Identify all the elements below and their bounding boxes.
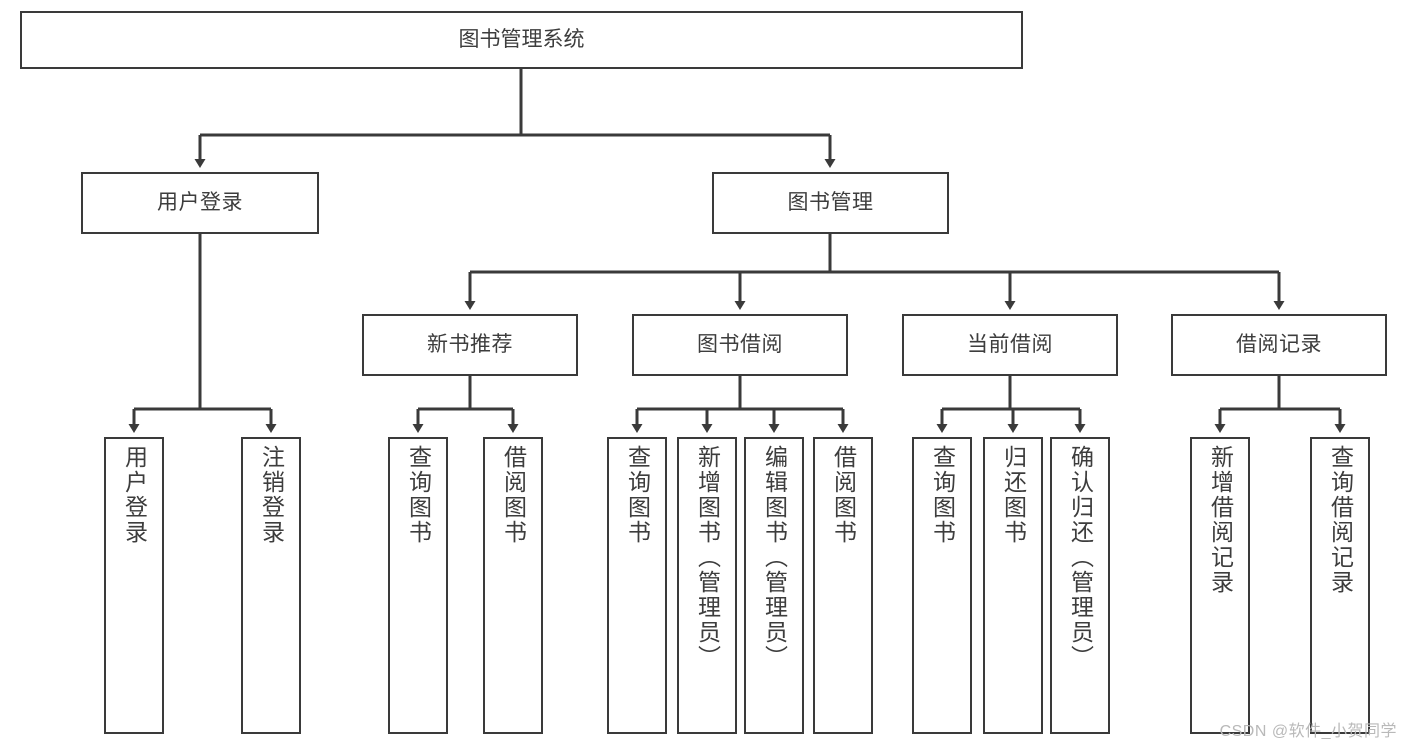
leaf-user-login[interactable]: 用户登录 (104, 437, 164, 734)
edge-group-borrow-record (1214, 376, 1346, 433)
node-book-borrow[interactable]: 图书借阅 (632, 314, 848, 376)
edge-group-book-management (464, 234, 1285, 310)
leaf-borrow-book-recommend[interactable]: 借阅图书 (483, 437, 543, 734)
node-new-book-recommend[interactable]: 新书推荐 (362, 314, 578, 376)
node-label: 图书管理系统 (458, 27, 585, 51)
node-label: 注销登录 (258, 445, 285, 545)
leaf-edit-book-admin[interactable]: 编辑图书（管理员） (744, 437, 804, 734)
node-label: 确认归还（管理员） (1067, 445, 1094, 670)
node-label: 图书借阅 (697, 332, 783, 356)
edge-group-new-book-recommend (412, 376, 519, 433)
node-label: 新书推荐 (427, 332, 513, 356)
node-label: 查询图书 (405, 445, 432, 545)
node-label: 用户登录 (157, 190, 243, 214)
leaf-add-borrow-record[interactable]: 新增借阅记录 (1190, 437, 1250, 734)
node-label: 图书管理 (787, 190, 874, 214)
node-user-login[interactable]: 用户登录 (81, 172, 319, 234)
leaf-confirm-return-admin[interactable]: 确认归还（管理员） (1050, 437, 1110, 734)
node-label: 新增借阅记录 (1207, 445, 1234, 595)
leaf-query-book-borrow[interactable]: 查询图书 (607, 437, 667, 734)
node-label: 查询借阅记录 (1327, 445, 1354, 595)
node-root-book-management-system[interactable]: 图书管理系统 (20, 11, 1023, 69)
leaf-query-book-current[interactable]: 查询图书 (912, 437, 972, 734)
node-label: 新增图书（管理员） (694, 445, 721, 670)
leaf-add-book-admin[interactable]: 新增图书（管理员） (677, 437, 737, 734)
node-label: 归还图书 (1000, 445, 1027, 545)
node-book-management[interactable]: 图书管理 (712, 172, 949, 234)
edge-group-root (194, 69, 836, 168)
leaf-query-borrow-record[interactable]: 查询借阅记录 (1310, 437, 1370, 734)
csdn-watermark: CSDN @软件_小贺同学 (1219, 723, 1397, 740)
node-label: 查询图书 (929, 445, 956, 545)
leaf-return-book[interactable]: 归还图书 (983, 437, 1043, 734)
node-label: 编辑图书（管理员） (761, 445, 788, 670)
leaf-borrow-book[interactable]: 借阅图书 (813, 437, 873, 734)
node-borrow-record[interactable]: 借阅记录 (1171, 314, 1387, 376)
node-label: 借阅图书 (500, 445, 527, 545)
node-label: 查询图书 (624, 445, 651, 545)
node-label: 借阅图书 (830, 445, 857, 545)
leaf-logout-login[interactable]: 注销登录 (241, 437, 301, 734)
node-current-borrow[interactable]: 当前借阅 (902, 314, 1118, 376)
edge-group-book-borrow (631, 376, 849, 433)
node-label: 借阅记录 (1236, 332, 1322, 356)
node-label: 用户登录 (121, 445, 148, 545)
edge-group-current-borrow (936, 376, 1086, 433)
edge-group-user-login (128, 234, 277, 433)
leaf-query-book-recommend[interactable]: 查询图书 (388, 437, 448, 734)
node-label: 当前借阅 (967, 332, 1053, 356)
